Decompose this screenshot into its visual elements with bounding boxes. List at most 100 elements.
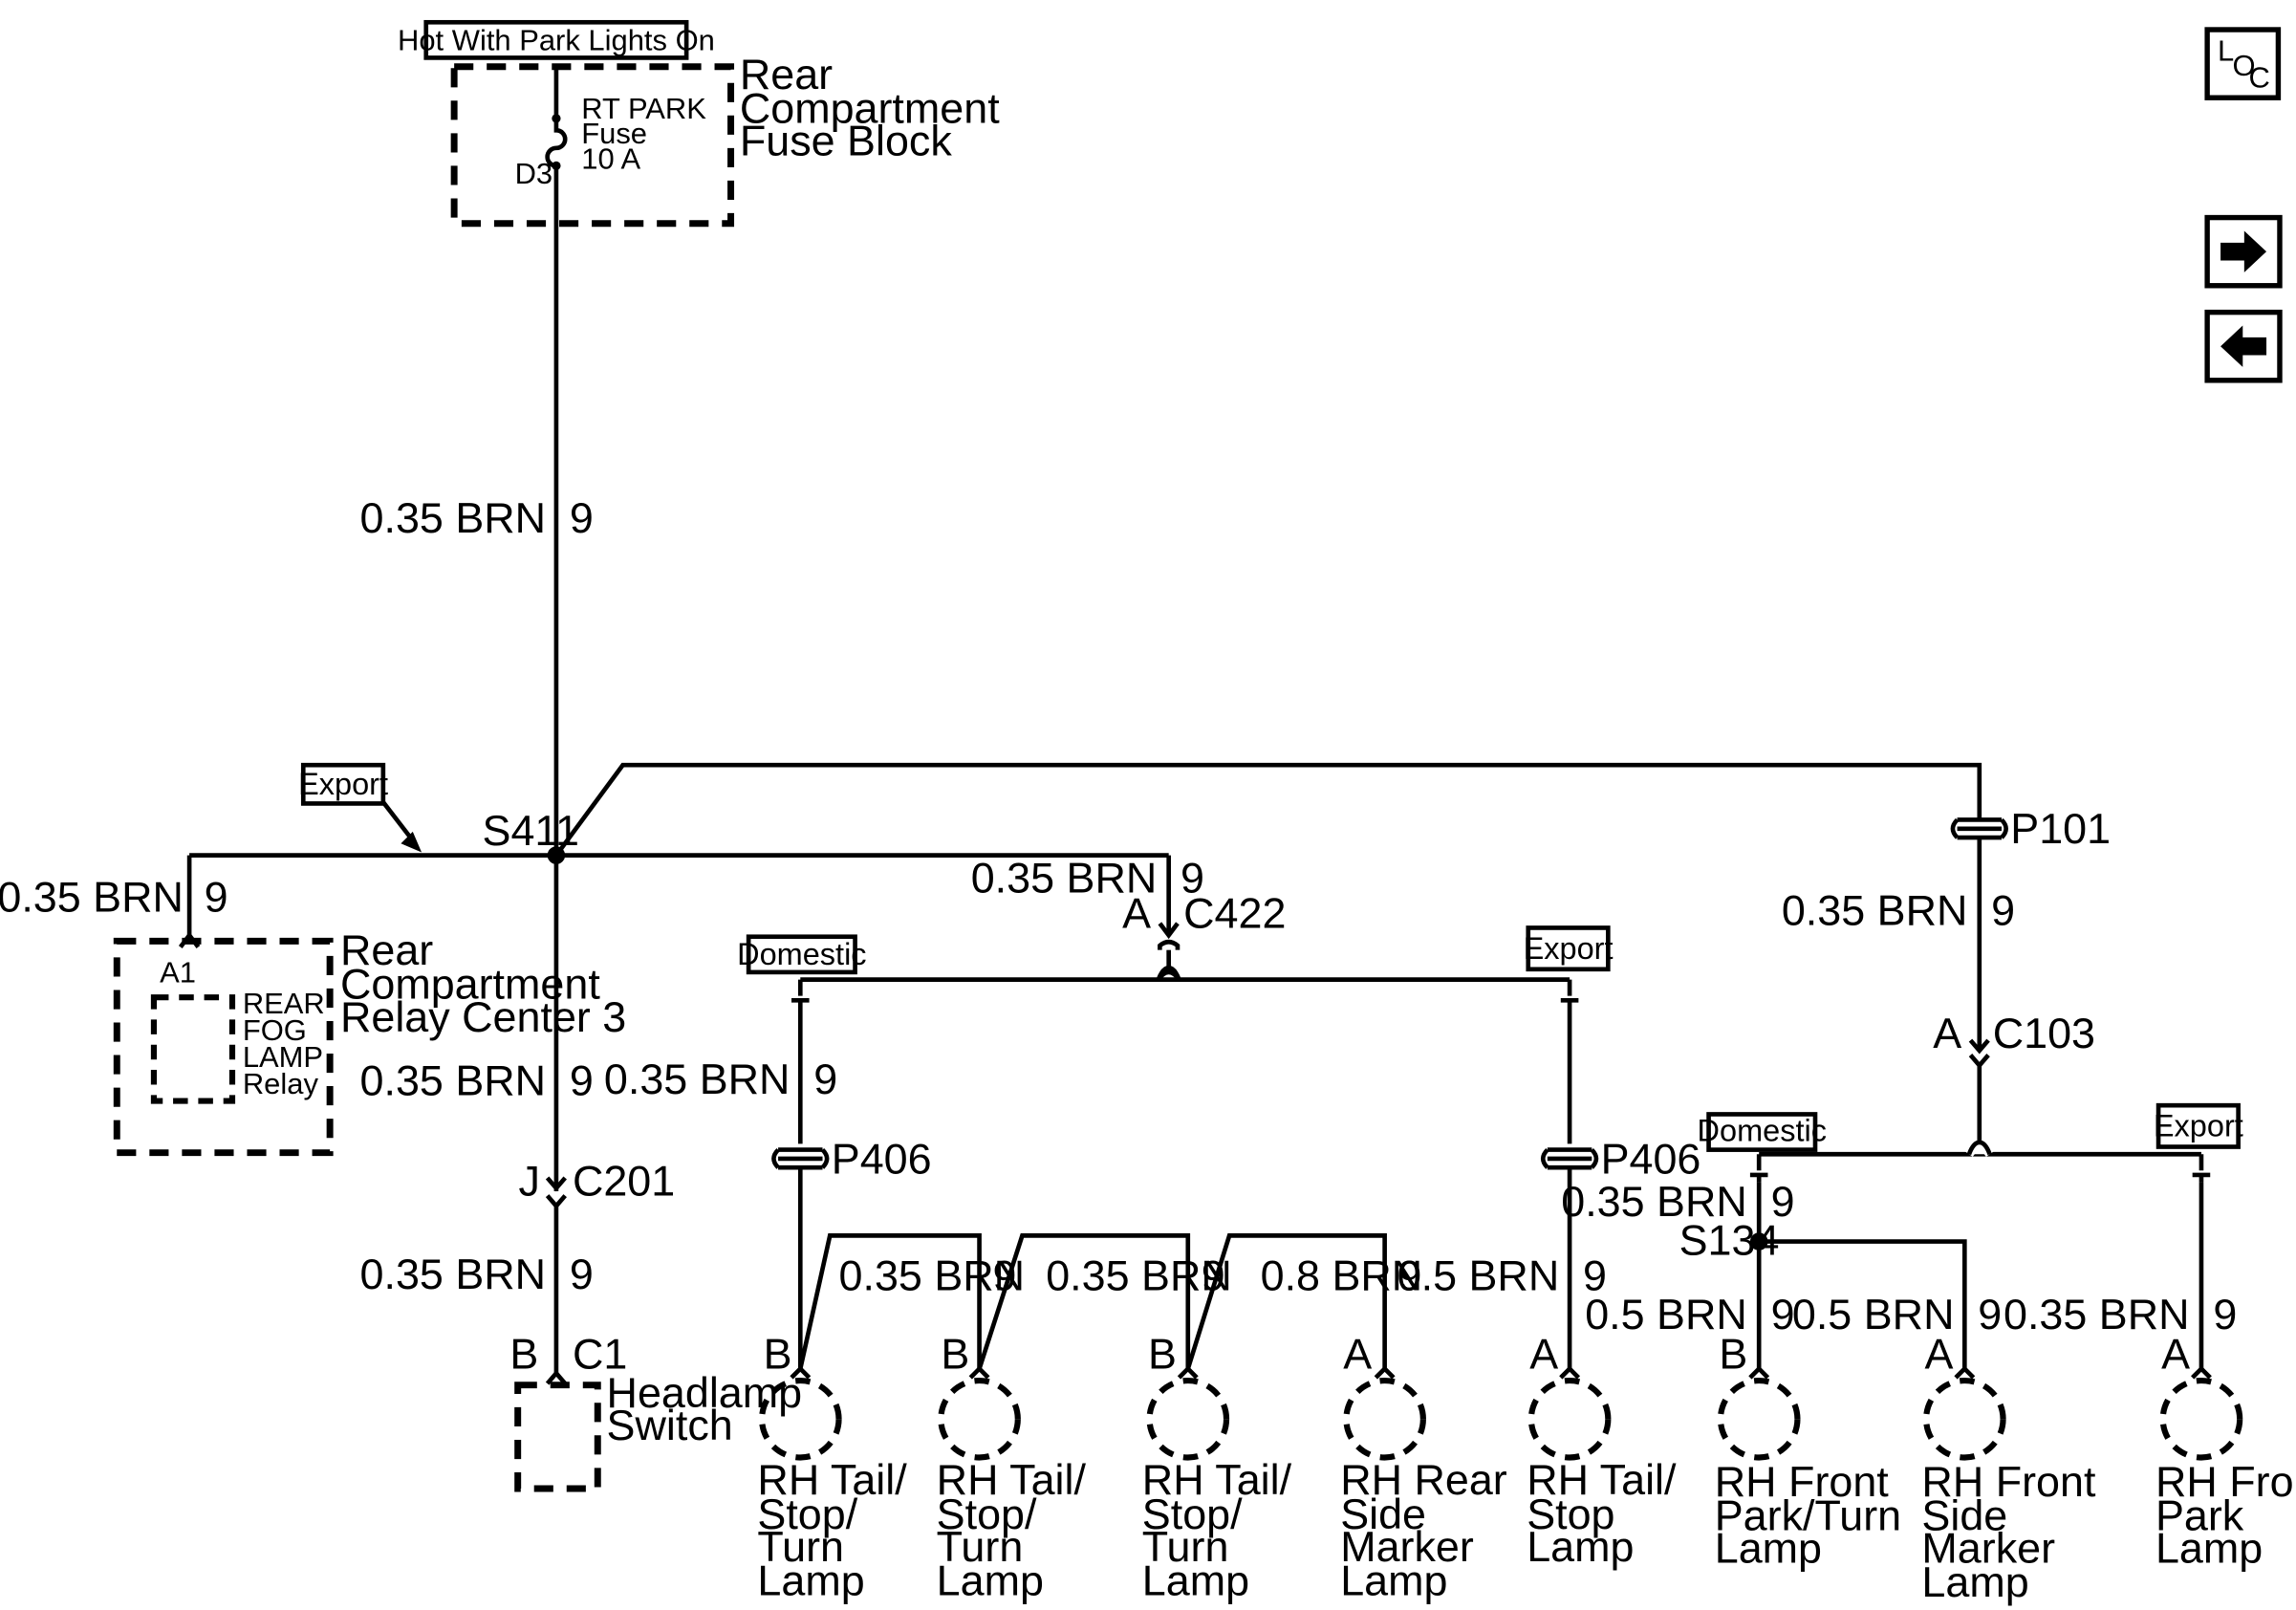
p101-wire-size: 0.35 BRN <box>1782 885 1968 934</box>
svg-text:Lamp: Lamp <box>1921 1557 2028 1606</box>
svg-text:RH Rear: RH Rear <box>1340 1455 1507 1504</box>
svg-text:Stop/: Stop/ <box>937 1490 1037 1538</box>
svg-text:J: J <box>518 1157 539 1206</box>
svg-text:Domestic: Domestic <box>1698 1113 1827 1147</box>
arrow-left-icon <box>2220 325 2267 367</box>
svg-text:Stop: Stop <box>1527 1490 1614 1538</box>
lamp3-wire-size: 0.35 BRN <box>1046 1251 1232 1300</box>
svg-text:C1: C1 <box>573 1330 627 1379</box>
p101-wire-circuit: 9 <box>1991 885 2015 934</box>
c422-wire-circuit: 9 <box>1180 853 1204 902</box>
svg-text:FOG: FOG <box>243 1013 307 1047</box>
hot-tag: Hot With Park Lights On <box>398 19 715 60</box>
lamp-rh-tail-stop-turn-2: B RH Tail/ Stop/ Turn Lamp <box>937 1330 1087 1605</box>
relay-pin-a1: A1 <box>160 956 196 990</box>
svg-text:Side: Side <box>1340 1490 1426 1538</box>
tail-stop-wire-size: 0.5 BRN <box>1397 1251 1560 1300</box>
lamp-rh-front-park-turn: B RH Front Park/Turn Lamp <box>1715 1330 1901 1573</box>
svg-text:Park: Park <box>2155 1490 2244 1539</box>
svg-text:Fuse: Fuse <box>581 117 647 150</box>
lamp4-wire-circuit: 9 <box>1398 1251 1422 1300</box>
rt-park-fuse: RT PARK Fuse 10 A D3 <box>515 92 707 190</box>
tail-stop-wire-circuit: 9 <box>1583 1251 1607 1300</box>
c201-wire-circuit: 9 <box>570 1055 594 1104</box>
svg-text:Compartment: Compartment <box>740 84 1000 133</box>
trunk-wire-circuit: 9 <box>570 493 594 542</box>
svg-text:A: A <box>1925 1330 1954 1379</box>
svg-text:B: B <box>509 1330 538 1379</box>
svg-text:A: A <box>1343 1330 1372 1379</box>
relay-label: REAR FOG LAMP Relay <box>243 987 325 1100</box>
prev-page-button[interactable] <box>2204 309 2283 383</box>
svg-text:Lamp: Lamp <box>1142 1556 1249 1604</box>
svg-text:Turn: Turn <box>757 1522 844 1571</box>
s134-wire-size: 0.35 BRN <box>1561 1177 1747 1226</box>
svg-text:RH Front: RH Front <box>1715 1457 1890 1506</box>
svg-text:C: C <box>2248 60 2269 94</box>
export-tag-middle: Export <box>1524 925 1614 972</box>
svg-text:RH Tail/: RH Tail/ <box>757 1455 907 1504</box>
front-marker-wire-size: 0.5 BRN <box>1792 1290 1955 1338</box>
relay-center-label: Rear Compartment Relay Center 3 <box>340 925 626 1041</box>
connector-p406-right: P406 <box>1540 1134 1700 1183</box>
svg-text:RH Tail/: RH Tail/ <box>1142 1455 1292 1504</box>
svg-text:B: B <box>764 1330 792 1379</box>
export-tag-right: Export <box>2154 1102 2243 1149</box>
p406-left-wire-circuit: 9 <box>813 1055 837 1103</box>
svg-text:Headlamp: Headlamp <box>607 1368 803 1417</box>
connector-p406-left: P406 <box>771 1134 932 1183</box>
svg-text:C422: C422 <box>1183 888 1286 937</box>
svg-text:Stop/: Stop/ <box>1142 1490 1243 1538</box>
svg-text:Lamp: Lamp <box>2155 1523 2263 1572</box>
next-page-button[interactable] <box>2204 214 2283 289</box>
headlamp-switch-outline <box>514 1382 601 1492</box>
svg-text:C201: C201 <box>573 1157 675 1206</box>
export-tag-left: Export <box>298 762 422 853</box>
svg-text:Side: Side <box>1921 1490 2007 1539</box>
svg-text:REAR: REAR <box>243 987 325 1020</box>
svg-text:Relay Center 3: Relay Center 3 <box>340 992 626 1041</box>
svg-text:C103: C103 <box>1993 1009 2095 1057</box>
c422-wire-size: 0.35 BRN <box>971 853 1158 902</box>
trunk-wire-size: 0.35 BRN <box>360 493 547 542</box>
svg-text:Domestic: Domestic <box>737 937 866 971</box>
connector-c1: B C1 <box>509 1330 627 1385</box>
lamp2-wire-size: 0.35 BRN <box>839 1251 1026 1300</box>
svg-text:A: A <box>2161 1330 2190 1379</box>
svg-text:O: O <box>2232 49 2255 82</box>
svg-text:B: B <box>941 1330 969 1379</box>
svg-text:B: B <box>1719 1330 1747 1379</box>
svg-text:P101: P101 <box>2010 804 2111 853</box>
connector-c201: J C201 <box>518 1157 675 1209</box>
s134-wire-circuit: 9 <box>1771 1177 1795 1226</box>
front-park-wire-circuit: 9 <box>2213 1290 2237 1338</box>
lamp-rh-rear-side-marker: A RH Rear Side Marker Lamp <box>1340 1330 1507 1605</box>
connector-c422: A C422 <box>1122 888 1286 950</box>
svg-text:Lamp: Lamp <box>1527 1522 1634 1571</box>
svg-text:RT PARK: RT PARK <box>581 92 706 125</box>
relay-wire-size: 0.35 BRN <box>0 872 184 921</box>
svg-text:A: A <box>1122 888 1151 937</box>
front-marker-wire-circuit: 9 <box>1978 1290 2002 1338</box>
svg-text:Turn: Turn <box>937 1522 1024 1571</box>
hot-tag-text: Hot With Park Lights On <box>398 24 715 57</box>
svg-text:B: B <box>1148 1330 1177 1379</box>
p406-left-wire-size: 0.35 BRN <box>604 1055 791 1103</box>
svg-text:10 A: 10 A <box>581 141 640 175</box>
arrow-right-icon <box>2220 230 2267 272</box>
svg-text:RH Tail/: RH Tail/ <box>937 1455 1087 1504</box>
front-park-turn-wire-size: 0.5 BRN <box>1585 1290 1747 1338</box>
svg-text:Lamp: Lamp <box>757 1556 864 1604</box>
lamp4-wire-size: 0.8 BRN <box>1261 1251 1423 1300</box>
svg-text:Switch: Switch <box>607 1401 733 1449</box>
loc-button[interactable]: L O C <box>2204 27 2282 100</box>
relay-center-outline <box>113 937 334 1157</box>
svg-text:Turn: Turn <box>1142 1522 1229 1571</box>
headlamp-switch-label: Headlamp Switch <box>607 1368 803 1449</box>
fuse-block-outline <box>450 63 735 228</box>
fuse-pin-d3: D3 <box>515 157 553 190</box>
lamp-rh-front-side-marker: A RH Front Side Marker Lamp <box>1921 1330 2096 1606</box>
lamp-rh-tail-stop: A RH Tail/ Stop Lamp <box>1527 1330 1677 1571</box>
fuse-block-label: Rear Compartment Fuse Block <box>740 50 1000 165</box>
svg-text:Marker: Marker <box>1340 1522 1474 1571</box>
